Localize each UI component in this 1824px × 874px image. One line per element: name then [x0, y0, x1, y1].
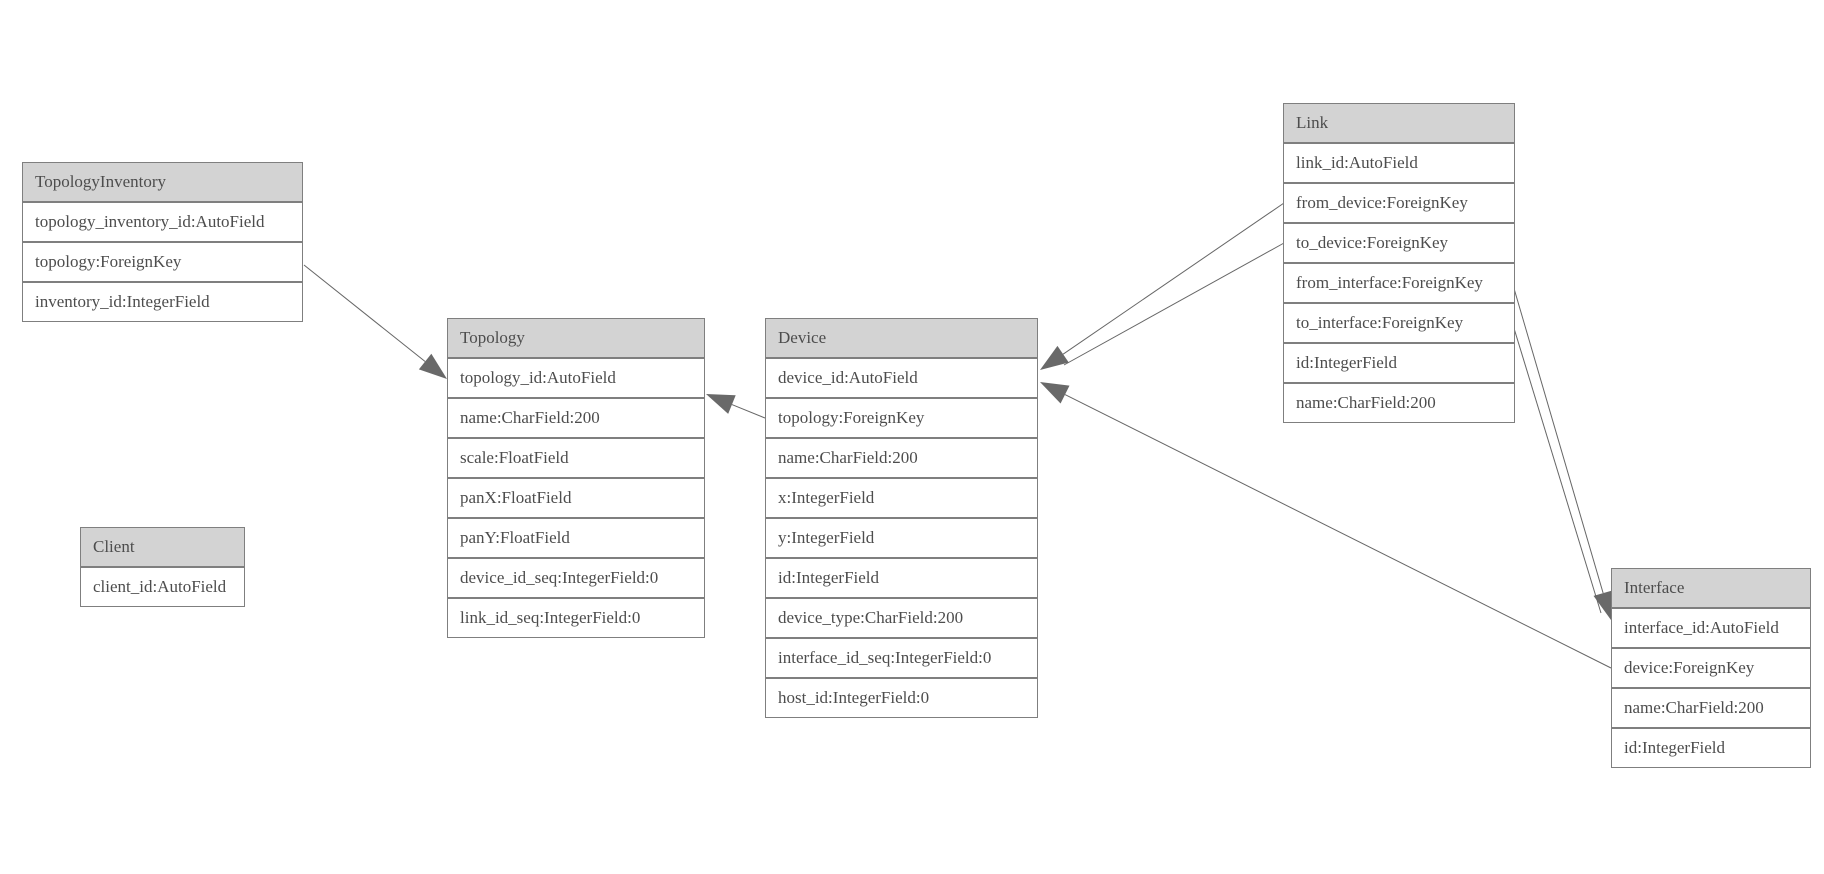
table-device-field-device_id: device_id:AutoField: [765, 358, 1038, 398]
table-topologyinventory-field-topology: topology:ForeignKey: [22, 242, 303, 282]
table-topologyinventory-title: TopologyInventory: [22, 162, 303, 202]
edge-topologyinventory-topology: [303, 264, 426, 362]
table-link-title: Link: [1283, 103, 1515, 143]
edge-device-topology: [731, 404, 766, 419]
table-link-field-from_device: from_device:ForeignKey: [1283, 183, 1515, 223]
table-device-field-name: name:CharField:200: [765, 438, 1038, 478]
table-client-field-client_id: client_id:AutoField: [80, 567, 245, 607]
edge-link-from-interface-arrowhead-icon: [1593, 590, 1613, 620]
edge-interface-device: [1064, 394, 1612, 669]
edge-link-to-interface: [1512, 324, 1602, 614]
edge-link-from-interface: [1512, 284, 1604, 594]
table-topologyinventory-field-topology_inventory_id: topology_inventory_id:AutoField: [22, 202, 303, 242]
table-device-field-id: id:IntegerField: [765, 558, 1038, 598]
table-device-field-host_id: host_id:IntegerField:0: [765, 678, 1038, 718]
table-client-title: Client: [80, 527, 245, 567]
table-device-field-y: y:IntegerField: [765, 518, 1038, 558]
edge-interface-device-arrowhead-icon: [1040, 382, 1070, 404]
table-link-field-to_device: to_device:ForeignKey: [1283, 223, 1515, 263]
table-device-field-x: x:IntegerField: [765, 478, 1038, 518]
edge-topologyinventory-topology-arrowhead-icon: [418, 353, 447, 379]
table-link-field-to_interface: to_interface:ForeignKey: [1283, 303, 1515, 343]
table-topology-field-name: name:CharField:200: [447, 398, 705, 438]
table-topology-field-scale: scale:FloatField: [447, 438, 705, 478]
table-link-field-name: name:CharField:200: [1283, 383, 1515, 423]
table-link-field-id: id:IntegerField: [1283, 343, 1515, 383]
table-interface-field-interface_id: interface_id:AutoField: [1611, 608, 1811, 648]
table-topology-field-device_id_seq: device_id_seq:IntegerField:0: [447, 558, 705, 598]
table-topologyinventory-field-inventory_id: inventory_id:IntegerField: [22, 282, 303, 322]
table-link-field-link_id: link_id:AutoField: [1283, 143, 1515, 183]
table-link-field-from_interface: from_interface:ForeignKey: [1283, 263, 1515, 303]
table-device-field-topology: topology:ForeignKey: [765, 398, 1038, 438]
table-device-title: Device: [765, 318, 1038, 358]
table-topology-field-topology_id: topology_id:AutoField: [447, 358, 705, 398]
table-interface-field-device: device:ForeignKey: [1611, 648, 1811, 688]
table-interface-title: Interface: [1611, 568, 1811, 608]
edge-link-to-device: [1063, 242, 1285, 366]
table-topology-field-link_id_seq: link_id_seq:IntegerField:0: [447, 598, 705, 638]
table-topology-field-panX: panX:FloatField: [447, 478, 705, 518]
table-topology-title: Topology: [447, 318, 705, 358]
edge-device-topology-arrowhead-icon: [706, 394, 736, 414]
edge-link-from-device-arrowhead-icon: [1040, 345, 1069, 370]
table-device-field-interface_id_seq: interface_id_seq:IntegerField:0: [765, 638, 1038, 678]
table-interface-field-name: name:CharField:200: [1611, 688, 1811, 728]
edge-link-from-device: [1062, 202, 1285, 355]
table-interface-field-id: id:IntegerField: [1611, 728, 1811, 768]
table-device-field-device_type: device_type:CharField:200: [765, 598, 1038, 638]
table-topology-field-panY: panY:FloatField: [447, 518, 705, 558]
